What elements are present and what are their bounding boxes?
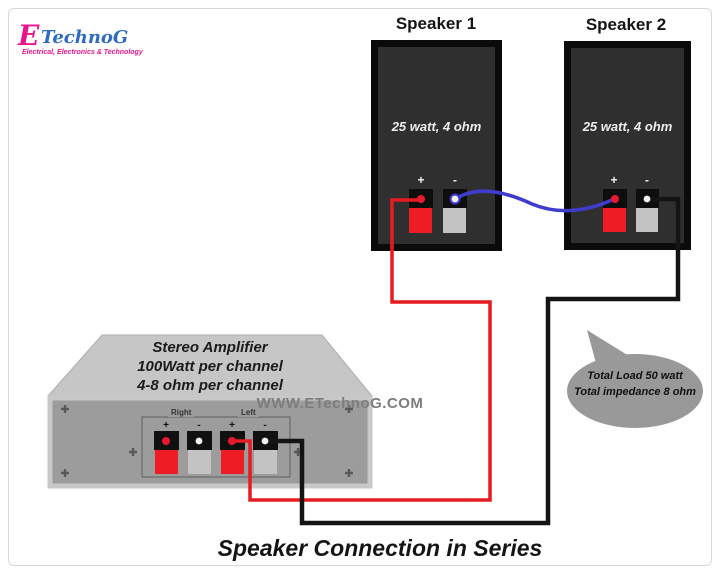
amp-terminal-right-plus-body [155, 450, 178, 474]
speaker1-plus-label: + [417, 173, 425, 187]
screw-icon [129, 448, 137, 456]
amp-left-minus-label: - [263, 420, 267, 431]
amplifier-terminal-panel-outline [141, 416, 291, 478]
page-border [8, 8, 712, 566]
amp-right-plus-label: + [163, 420, 169, 431]
speaker2-plus-terminal-body [603, 208, 626, 232]
screw-icon [345, 469, 353, 477]
positive-wire-amp-to-speaker1 [232, 198, 492, 502]
logo-name: TechnoG [41, 27, 129, 48]
speaker2-plus-dot [611, 195, 619, 203]
speaker1-minus-label: - [453, 173, 457, 187]
amp-right-plus-dot [162, 437, 170, 445]
bubble-line2: Total impedance 8 ohm [574, 386, 696, 398]
logo-tagline: Electrical, Electronics & Technology [22, 49, 143, 56]
amp-left-plus-label: + [229, 420, 235, 431]
amp-left-channel-label: Left [238, 408, 259, 417]
series-link-wire-speaker1-to-speaker2 [452, 189, 615, 213]
amplifier-label-line3: 4-8 ohm per channel [137, 377, 283, 394]
screw-icon [345, 405, 353, 413]
screw-icon [61, 405, 69, 413]
amp-right-minus-dot [195, 437, 203, 445]
screw-icon [61, 469, 69, 477]
amp-terminal-right-minus-body [188, 450, 211, 474]
speaker2-minus-label: - [645, 173, 649, 187]
logo-initial: E [18, 19, 40, 52]
speech-bubble-tail [587, 330, 629, 363]
amp-left-plus-dot [228, 437, 236, 445]
amp-terminal-left-minus-body [254, 450, 277, 474]
speech-bubble [567, 354, 703, 428]
speaker2-title: Speaker 2 [585, 15, 667, 34]
speaker1-spec: 25 watt, 4 ohm [391, 119, 482, 134]
amplifier-label: Stereo Amplifier 100Watt per channel 4-8… [85, 338, 335, 395]
speaker1-plus-dot [417, 195, 425, 203]
negative-wire-speaker2-to-amp [265, 196, 681, 526]
speaker1-title: Speaker 1 [395, 14, 477, 33]
amp-terminal-left-plus-body [221, 450, 244, 474]
speaker2-minus-terminal-body [636, 208, 658, 232]
speaker1-minus-dot [451, 195, 459, 203]
speaker1-plus-terminal-body [409, 208, 432, 233]
amplifier-label-line2: 100Watt per channel [137, 358, 283, 375]
speaker2-spec: 25 watt, 4 ohm [582, 119, 673, 134]
amp-left-minus-dot [261, 437, 269, 445]
bubble-line1: Total Load 50 watt [587, 370, 683, 382]
diagram-caption: Speaker Connection in Series [217, 535, 543, 561]
amp-right-channel-label: Right [168, 408, 195, 417]
speaker2-cabinet [564, 41, 691, 250]
amp-right-minus-label: - [197, 420, 201, 431]
speaker2-minus-dot [643, 195, 651, 203]
speaker1-minus-terminal-body [443, 208, 466, 233]
speaker2-plus-label: + [610, 173, 618, 187]
watermark: WWW.ETechnoG.COM [256, 395, 424, 412]
amplifier-label-line1: Stereo Amplifier [152, 339, 268, 356]
